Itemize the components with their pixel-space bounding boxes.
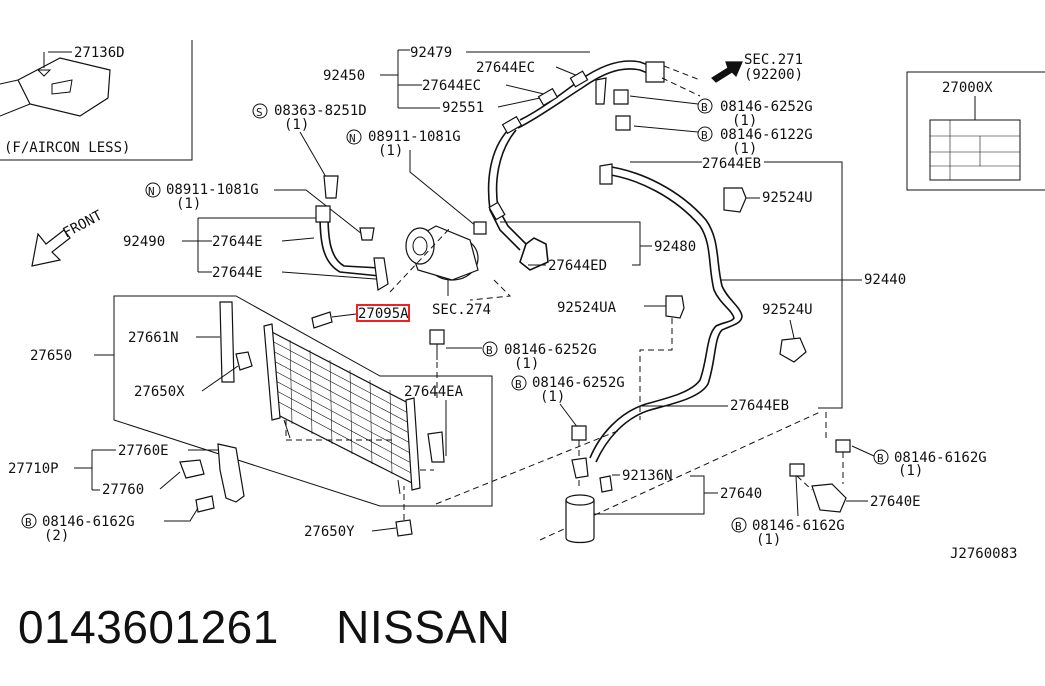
label-08911-1081G-b: 08911-1081G <box>368 129 461 145</box>
label-27644EB-top: 27644EB <box>702 156 761 172</box>
label-08146-6122G: 08146-6122G <box>720 127 813 143</box>
air-guide-group: 27710P 27760E 27760 B 08146-6162G (2) <box>8 443 245 544</box>
prefix-b: B <box>701 101 708 114</box>
brand-name: NISSAN <box>336 601 511 653</box>
label-sec271-sub: (92200) <box>744 67 803 83</box>
bracket-27640E: B 08146-6162G (1) 27640E B 08146-6162G (… <box>731 412 987 548</box>
label-92450: 92450 <box>323 68 365 84</box>
diagram-ref-code: J2760083 <box>950 546 1017 562</box>
compressor-area: S 08363-8251D (1) N 08911-1081G (1) N 08… <box>123 103 696 318</box>
bolt-callouts-top: B 08146-6252G (1) B 08146-6122G (1) <box>613 89 813 157</box>
prefix-s: S <box>256 106 263 119</box>
label-27661N: 27661N <box>128 330 179 346</box>
label-92551: 92551 <box>442 100 484 116</box>
label-92440: 92440 <box>864 272 906 288</box>
label-front: FRONT <box>60 207 105 241</box>
label-08363-8251D-qty: (1) <box>284 117 309 133</box>
prefix-b: B <box>701 129 708 142</box>
label-92524U-a: 92524U <box>762 190 813 206</box>
pipe-top <box>487 60 701 271</box>
label-08911-1081G-a-qty: (1) <box>176 196 201 212</box>
label-27650: 27650 <box>30 348 72 364</box>
label-27644EB-low: 27644EB <box>730 398 789 414</box>
label-27644EC-b: 27644EC <box>422 78 481 94</box>
label-27760E: 27760E <box>118 443 169 459</box>
label-27650Y: 27650Y <box>304 524 355 540</box>
prefix-n: N <box>349 132 356 145</box>
label-27640E: 27640E <box>870 494 921 510</box>
inset-aircon-less: 27136D (F/AIRCON LESS) <box>0 40 193 161</box>
label-08911-1081G-b-qty: (1) <box>378 143 403 159</box>
label-08146-6162G-right: 08146-6162G <box>894 450 987 466</box>
label-27650X: 27650X <box>134 384 185 400</box>
prefix-b: B <box>515 378 522 391</box>
label-27710P: 27710P <box>8 461 59 477</box>
prefix-b: B <box>486 344 493 357</box>
condenser-group: 27650 27661N 27650X 27644EA 27650Y <box>30 295 493 540</box>
label-08146-6162G-left-qty: (2) <box>44 528 69 544</box>
clips: 92524U 92524UA 92524U <box>557 187 813 420</box>
sec271-callout: SEC.271 (92200) <box>711 52 803 83</box>
label-08146-6162G-bottom: 08146-6162G <box>752 518 845 534</box>
bolt-27095A: 27095A <box>311 304 410 329</box>
label-08146-6252G-top: 08146-6252G <box>720 99 813 115</box>
label-08146-6162G-bottom-qty: (1) <box>756 532 781 548</box>
condenser-core <box>263 323 421 495</box>
parts-diagram: 27136D (F/AIRCON LESS) 27000X 92479 9245… <box>0 40 1045 562</box>
label-08146-6252G-low: 08146-6252G <box>532 375 625 391</box>
label-27644EC-a: 27644EC <box>476 60 535 76</box>
label-08146-6252G-mid: 08146-6252G <box>504 342 597 358</box>
label-27644E-a: 27644E <box>212 234 263 250</box>
prefix-b: B <box>735 520 742 533</box>
prefix-n: N <box>148 185 155 198</box>
label-faircon-less: (F/AIRCON LESS) <box>4 140 130 156</box>
label-27644E-b: 27644E <box>212 265 263 281</box>
inset-27000X: 27000X <box>906 71 1045 191</box>
label-27136D: 27136D <box>74 45 125 61</box>
front-indicator: FRONT <box>31 207 106 267</box>
label-group-92450: 92479 92450 27644EC 27644EC 92551 <box>323 45 590 116</box>
label-sec274: SEC.274 <box>432 302 491 318</box>
compressor <box>405 225 479 281</box>
label-27760: 27760 <box>102 482 144 498</box>
label-27095A: 27095A <box>358 306 409 322</box>
prefix-b: B <box>877 452 884 465</box>
label-27640: 27640 <box>720 486 762 502</box>
label-08146-6252G-low-qty: (1) <box>540 389 565 405</box>
label-08146-6162G-right-qty: (1) <box>898 463 923 479</box>
label-08146-6162G-left: 08146-6162G <box>42 514 135 530</box>
label-27644EA: 27644EA <box>404 384 464 400</box>
prefix-b: B <box>25 516 32 529</box>
label-08911-1081G-a: 08911-1081G <box>166 182 259 198</box>
label-92136N: 92136N <box>622 468 673 484</box>
label-08146-6252G-mid-qty: (1) <box>514 356 539 372</box>
label-92490: 92490 <box>123 234 165 250</box>
part-number: 0143601261 <box>18 601 279 653</box>
label-92524UA: 92524UA <box>557 300 617 316</box>
label-92480: 92480 <box>654 239 696 255</box>
label-08146-6252G-top-qty: (1) <box>732 113 757 129</box>
label-sec271: SEC.271 <box>744 52 803 68</box>
receiver-drier: 92136N 27640 <box>565 457 762 544</box>
footer-caption: 0143601261 NISSAN <box>18 600 1018 660</box>
label-27000X: 27000X <box>942 80 993 96</box>
pipe-92440: 27644EB 92440 27644EB <box>589 156 906 463</box>
label-92479: 92479 <box>410 45 452 61</box>
bolt-callouts-middle: B 08146-6252G (1) B 08146-6252G (1) <box>429 329 821 541</box>
label-08363-8251D: 08363-8251D <box>274 103 367 119</box>
label-92524U-b: 92524U <box>762 302 813 318</box>
label-08146-6122G-qty: (1) <box>732 141 757 157</box>
label-27644ED: 27644ED <box>548 258 607 274</box>
highlight-27095A <box>356 304 410 322</box>
